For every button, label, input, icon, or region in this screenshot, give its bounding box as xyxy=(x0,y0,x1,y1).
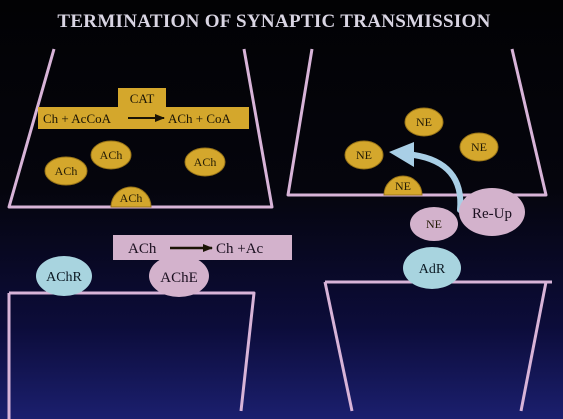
ne-vesicle-label: NE xyxy=(471,140,487,154)
hydrolysis-substrate: ACh xyxy=(128,241,157,257)
achr-label: AChR xyxy=(46,270,82,285)
cat-enzyme-box xyxy=(118,88,166,108)
ach-fusing-vesicle xyxy=(110,186,152,208)
ach-vesicle-label: ACh xyxy=(55,164,78,178)
ache-enzyme xyxy=(149,255,209,297)
reuptake-arrowhead xyxy=(389,142,414,167)
slide-title: TERMINATION OF SYNAPTIC TRANSMISSION xyxy=(57,11,490,32)
ach-vesicle xyxy=(184,147,226,177)
ach-vesicle xyxy=(44,156,88,186)
adrenergic-postsynaptic-membrane-right xyxy=(519,281,548,412)
ach-fusing-vesicle-label: ACh xyxy=(120,191,143,205)
released-ne-label: NE xyxy=(426,217,442,231)
ne-vesicle-label: NE xyxy=(356,148,372,162)
hydrolysis-products: Ch +Ac xyxy=(216,241,264,257)
ne-fusing-vesicle-label: NE xyxy=(395,179,411,193)
ache-label: AChE xyxy=(160,270,198,286)
cholinergic-postsynaptic-membrane xyxy=(9,291,256,412)
synthesis-products: ACh + CoA xyxy=(168,111,232,126)
reuptake-transporter xyxy=(459,188,525,236)
synthesis-substrates: Ch + AcCoA xyxy=(43,111,112,126)
ne-vesicle-label: NE xyxy=(416,115,432,129)
cat-label: CAT xyxy=(130,91,155,106)
ne-vesicle xyxy=(344,140,384,170)
ach-vesicle-label: ACh xyxy=(194,155,217,169)
ach-vesicle-label: ACh xyxy=(100,148,123,162)
adr-label: AdR xyxy=(419,262,446,277)
adrenergic-receptor xyxy=(403,247,461,289)
adrenergic-postsynaptic-membrane-sides xyxy=(323,281,354,412)
ne-vesicle xyxy=(404,107,444,137)
ne-vesicle xyxy=(459,132,499,162)
reuptake-arrow xyxy=(411,152,464,213)
achr-receptor xyxy=(36,256,92,296)
reuptake-label: Re-Up xyxy=(472,206,512,222)
ne-fusing-vesicle xyxy=(383,175,423,196)
ach-vesicle xyxy=(90,140,132,170)
released-ne xyxy=(410,207,458,241)
